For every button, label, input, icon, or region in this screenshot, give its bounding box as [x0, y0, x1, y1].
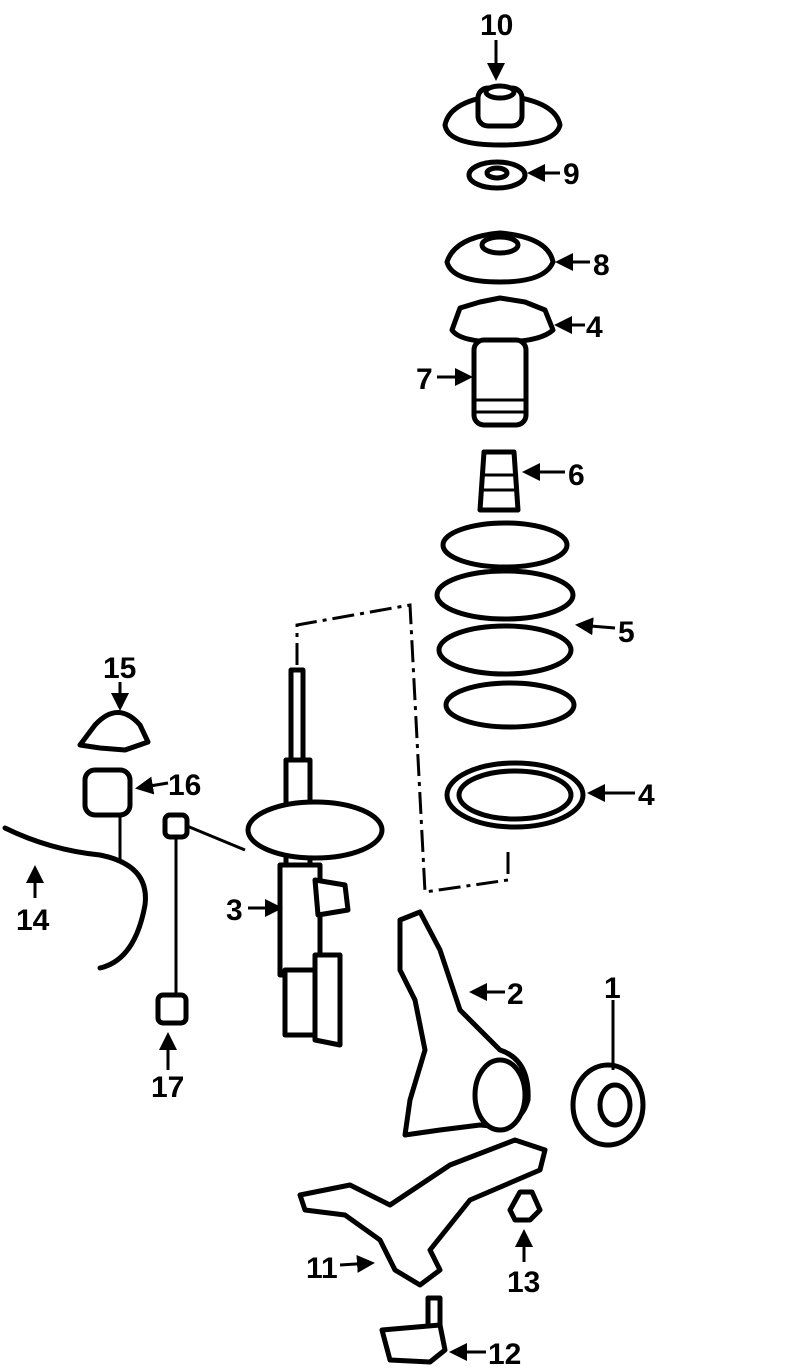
part-7-dust-boot	[471, 337, 529, 428]
callout-2: 2	[507, 978, 524, 1011]
callout-9: 9	[563, 158, 580, 191]
part-10-strut-mount	[442, 83, 563, 148]
callout-1: 1	[604, 972, 621, 1005]
part-17-stabilizer-link	[155, 812, 246, 1026]
callout-16: 16	[168, 769, 201, 802]
callout-5: 5	[618, 616, 635, 649]
part-4-upper-insulator	[449, 295, 556, 345]
part-4-lower-insulator	[444, 760, 586, 830]
part-3-strut	[245, 667, 385, 1048]
callout-4-lower: 4	[638, 779, 655, 812]
part-14-stabilizer-bar	[2, 825, 148, 971]
callout-3: 3	[226, 894, 243, 927]
callout-4-upper: 4	[586, 311, 603, 344]
callout-7: 7	[416, 363, 433, 396]
callout-11: 11	[306, 1252, 338, 1285]
callout-10: 10	[480, 9, 513, 42]
callout-13: 13	[507, 1266, 540, 1299]
part-2-steering-knuckle	[397, 909, 531, 1138]
callout-8: 8	[593, 249, 610, 282]
part-13-bushing	[507, 1189, 543, 1223]
part-6-bump-stop	[477, 449, 521, 513]
part-1-hub	[570, 1062, 646, 1148]
callout-arrows	[26, 40, 635, 1361]
callout-6: 6	[568, 459, 585, 492]
callout-12: 12	[488, 1338, 521, 1371]
callout-15: 15	[103, 652, 136, 685]
part-5-coil-spring	[434, 520, 577, 730]
part-15-bracket	[77, 710, 151, 753]
part-16-bushing	[82, 767, 133, 818]
part-9-bearing	[466, 159, 528, 191]
callout-14: 14	[16, 904, 50, 937]
part-12-ball-joint	[379, 1295, 448, 1365]
callout-17: 17	[151, 1071, 184, 1104]
part-11-lower-arm	[297, 1137, 548, 1288]
part-8-upper-seat	[444, 230, 556, 285]
